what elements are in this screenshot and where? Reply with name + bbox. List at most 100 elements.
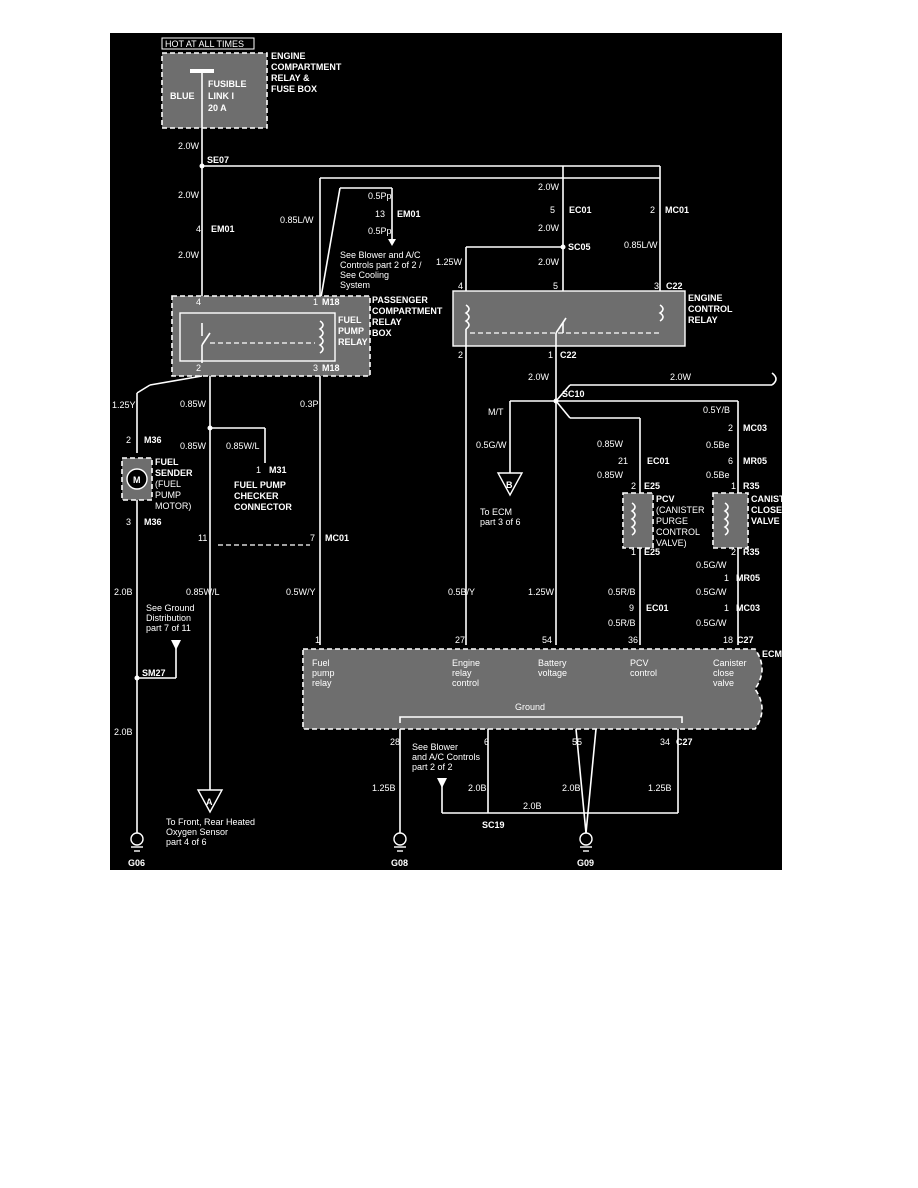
svg-text:1: 1 [256, 465, 261, 475]
svg-text:relay: relay [312, 678, 332, 688]
svg-text:0.5G/W: 0.5G/W [696, 587, 727, 597]
ground-g08-icon [393, 832, 407, 852]
svg-text:G09: G09 [577, 858, 594, 868]
svg-text:0.5Pp: 0.5Pp [368, 191, 392, 201]
svg-text:RELAY: RELAY [372, 317, 402, 327]
svg-text:M18: M18 [322, 297, 340, 307]
svg-text:7: 7 [310, 533, 315, 543]
ground-circuit: 28 6 55 34 C27 1.25B 2.0B 2.0B SC19 See … [128, 728, 693, 868]
svg-text:2: 2 [458, 350, 463, 360]
svg-text:2.0W: 2.0W [178, 190, 200, 200]
svg-text:RELAY: RELAY [338, 337, 368, 347]
svg-text:2: 2 [731, 547, 736, 557]
svg-text:2.0B: 2.0B [114, 587, 133, 597]
svg-text:EC01: EC01 [647, 456, 670, 466]
svg-text:18: 18 [723, 635, 733, 645]
svg-text:2.0W: 2.0W [670, 372, 692, 382]
svg-text:ENGINE: ENGINE [688, 293, 723, 303]
svg-text:4: 4 [196, 297, 201, 307]
svg-text:ENGINE: ENGINE [271, 51, 306, 61]
svg-text:2.0B: 2.0B [114, 727, 133, 737]
svg-text:PURGE: PURGE [656, 516, 688, 526]
svg-text:CANISTER: CANISTER [751, 494, 782, 504]
svg-text:C22: C22 [560, 350, 577, 360]
svg-text:PUMP: PUMP [338, 326, 364, 336]
svg-text:M18: M18 [322, 363, 340, 373]
engine-relay-output-wires: 2.0W SC10 2.0W M/T 0.5G/W B To ECM part … [448, 363, 777, 645]
svg-text:Oxygen Sensor: Oxygen Sensor [166, 827, 228, 837]
svg-text:EM01: EM01 [211, 224, 235, 234]
svg-text:5: 5 [553, 281, 558, 291]
svg-text:C27: C27 [676, 737, 693, 747]
svg-text:11: 11 [198, 533, 207, 543]
svg-text:See Blower: See Blower [412, 742, 458, 752]
svg-text:R35: R35 [743, 481, 760, 491]
svg-text:2: 2 [728, 423, 733, 433]
svg-text:Battery: Battery [538, 658, 567, 668]
svg-text:SC05: SC05 [568, 242, 591, 252]
relay-switch-icon [201, 332, 211, 346]
svg-text:FUEL: FUEL [155, 457, 179, 467]
svg-text:1: 1 [548, 350, 553, 360]
svg-text:EC01: EC01 [569, 205, 592, 215]
svg-text:FUEL PUMP: FUEL PUMP [234, 480, 286, 490]
svg-text:0.85W: 0.85W [597, 439, 624, 449]
svg-text:relay: relay [452, 668, 472, 678]
engine-compartment-fuse-box: HOT AT ALL TIMES ENGINE COMPARTMENT RELA… [161, 37, 342, 129]
svg-text:close: close [713, 668, 734, 678]
svg-text:0.85W/L: 0.85W/L [186, 587, 220, 597]
svg-text:1.25B: 1.25B [648, 783, 672, 793]
svg-text:B: B [506, 480, 513, 490]
svg-text:2.0B: 2.0B [468, 783, 487, 793]
svg-text:0.5Be: 0.5Be [706, 470, 730, 480]
svg-text:0.5Y/B: 0.5Y/B [703, 405, 730, 415]
svg-text:13: 13 [375, 209, 385, 219]
svg-text:SE07: SE07 [207, 155, 229, 165]
svg-text:2: 2 [126, 435, 131, 445]
svg-text:control: control [452, 678, 479, 688]
svg-text:0.5Be: 0.5Be [706, 440, 730, 450]
svg-text:3: 3 [313, 363, 318, 373]
svg-text:0.85W: 0.85W [180, 441, 207, 451]
svg-text:A: A [206, 797, 213, 807]
svg-text:0.5G/W: 0.5G/W [696, 618, 727, 628]
ground-g09-icon [579, 832, 593, 852]
svg-text:0.5W/Y: 0.5W/Y [286, 587, 316, 597]
svg-text:MOTOR): MOTOR) [155, 501, 191, 511]
svg-text:1: 1 [724, 603, 729, 613]
svg-text:FUSE BOX: FUSE BOX [271, 84, 317, 94]
engine-relay-body [452, 290, 686, 347]
svg-text:M36: M36 [144, 435, 162, 445]
svg-text:FUEL: FUEL [338, 315, 362, 325]
connector-a-arrow [196, 789, 224, 814]
blower-branch: 0.5Pp 13 EM01 0.5Pp See Blower and A/C C… [319, 187, 422, 304]
svg-text:BOX: BOX [372, 328, 392, 338]
svg-text:CONTROL: CONTROL [688, 304, 733, 314]
svg-text:CONTROL: CONTROL [656, 527, 700, 537]
svg-text:2.0W: 2.0W [178, 141, 200, 151]
svg-text:ECM: ECM [762, 649, 782, 659]
svg-text:RELAY &: RELAY & [271, 73, 310, 83]
svg-text:MC01: MC01 [665, 205, 689, 215]
svg-text:1: 1 [731, 481, 736, 491]
ecm-module: ECM 1 Fuel pump relay 27 Engine relay co… [302, 635, 782, 730]
svg-text:C22: C22 [666, 281, 683, 291]
svg-text:2: 2 [631, 481, 636, 491]
svg-text:6: 6 [728, 456, 733, 466]
svg-text:20 A: 20 A [208, 103, 227, 113]
pcv-coil-icon [630, 502, 636, 536]
svg-text:VALVE): VALVE) [656, 538, 687, 548]
svg-text:0.85W: 0.85W [180, 399, 207, 409]
engine-relay-coil-icon [464, 304, 470, 330]
svg-text:MR05: MR05 [736, 573, 760, 583]
svg-text:To ECM: To ECM [480, 507, 512, 517]
fuel-pump-circuit: 1.25Y 2 M36 M FUEL SENDER (FUEL PUMP MOT… [112, 375, 349, 847]
svg-text:0.85L/W: 0.85L/W [624, 240, 658, 250]
svg-text:E25: E25 [644, 547, 660, 557]
svg-text:0.85W: 0.85W [597, 470, 624, 480]
svg-text:Fuel: Fuel [312, 658, 330, 668]
svg-text:PCV: PCV [656, 494, 675, 504]
svg-text:See Blower and A/C: See Blower and A/C [340, 250, 421, 260]
svg-text:3: 3 [654, 281, 659, 291]
svg-text:valve: valve [713, 678, 734, 688]
